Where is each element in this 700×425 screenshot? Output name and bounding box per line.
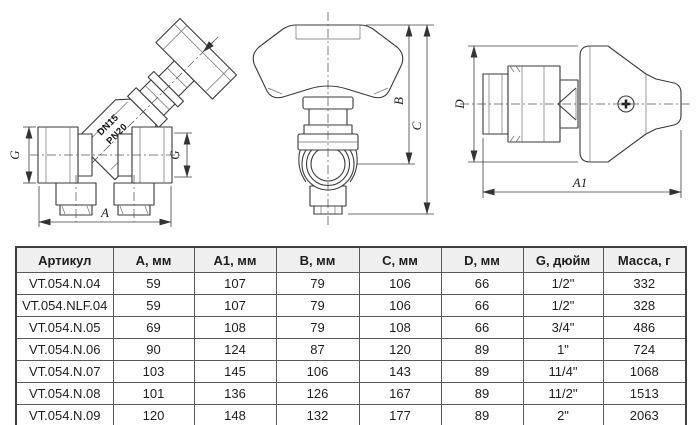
value-cell: 724 (602, 338, 687, 361)
value-cell: 126 (275, 382, 360, 405)
column-header: Масса, г (602, 246, 687, 273)
value-cell: 89 (440, 338, 524, 361)
value-cell: 79 (275, 316, 360, 339)
value-cell: 66 (440, 294, 524, 317)
article-cell: VT.054.N.06 (15, 338, 114, 361)
value-cell: 106 (275, 360, 360, 383)
value-cell: 66 (440, 272, 524, 295)
column-header: А, мм (112, 246, 195, 273)
value-cell: 106 (358, 272, 442, 295)
technical-drawing: DN15 PN20 (7, 12, 692, 227)
value-cell: 90 (112, 338, 195, 361)
column-header: В, мм (275, 246, 360, 273)
value-cell: 108 (193, 316, 277, 339)
dimension-label-a: A (100, 205, 109, 220)
column-header: D, мм (440, 246, 524, 273)
value-cell: 120 (112, 404, 195, 425)
value-cell: 486 (602, 316, 687, 339)
dimension-label-g-left: G (7, 150, 22, 160)
value-cell: 177 (358, 404, 442, 425)
value-cell: 1" (522, 338, 604, 361)
value-cell: 145 (193, 360, 277, 383)
value-cell: 132 (275, 404, 360, 425)
dimension-label-a1: A1 (572, 175, 587, 190)
valve-oblique-view: DN15 PN20 (7, 17, 238, 227)
column-header: Артикул (15, 246, 114, 273)
article-cell: VT.054.N.07 (15, 360, 114, 383)
value-cell: 1513 (602, 382, 687, 405)
article-cell: VT.054.N.09 (15, 404, 114, 425)
column-header: G, дюйм (522, 246, 604, 273)
value-cell: 2063 (602, 404, 687, 425)
value-cell: 103 (112, 360, 195, 383)
value-cell: 89 (440, 404, 524, 425)
valve-front-view: B C (252, 12, 434, 226)
value-cell: 79 (275, 272, 360, 295)
dimension-label-c: C (409, 121, 424, 130)
value-cell: 136 (193, 382, 277, 405)
dimension-label-g-right: G (167, 150, 182, 160)
value-cell: 106 (358, 294, 442, 317)
value-cell: 124 (193, 338, 277, 361)
value-cell: 108 (358, 316, 442, 339)
value-cell: 66 (440, 316, 524, 339)
value-cell: 1/2" (522, 272, 604, 295)
value-cell: 101 (112, 382, 195, 405)
value-cell: 2" (522, 404, 604, 425)
value-cell: 79 (275, 294, 360, 317)
value-cell: 332 (602, 272, 687, 295)
value-cell: 11/2" (522, 382, 604, 405)
column-header: С, мм (358, 246, 442, 273)
dimension-label-b: B (391, 97, 406, 105)
value-cell: 143 (358, 360, 442, 383)
article-cell: VT.054.N.05 (15, 316, 114, 339)
value-cell: 1/2" (522, 294, 604, 317)
value-cell: 89 (440, 382, 524, 405)
value-cell: 69 (112, 316, 195, 339)
article-cell: VT.054.N.08 (15, 382, 114, 405)
column-header: А1, мм (193, 246, 277, 273)
article-cell: VT.054.N.04 (15, 272, 114, 295)
value-cell: 148 (193, 404, 277, 425)
value-cell: 87 (275, 338, 360, 361)
value-cell: 120 (358, 338, 442, 361)
value-cell: 1068 (602, 360, 687, 383)
article-cell: VT.054.NLF.04 (15, 294, 114, 317)
value-cell: 328 (602, 294, 687, 317)
value-cell: 107 (193, 272, 277, 295)
value-cell: 3/4" (522, 316, 604, 339)
value-cell: 89 (440, 360, 524, 383)
dimension-label-d: D (452, 99, 467, 110)
value-cell: 59 (112, 272, 195, 295)
value-cell: 167 (358, 382, 442, 405)
value-cell: 107 (193, 294, 277, 317)
value-cell: 11/4" (522, 360, 604, 383)
value-cell: 59 (112, 294, 195, 317)
valve-side-view: D A1 (452, 45, 692, 198)
